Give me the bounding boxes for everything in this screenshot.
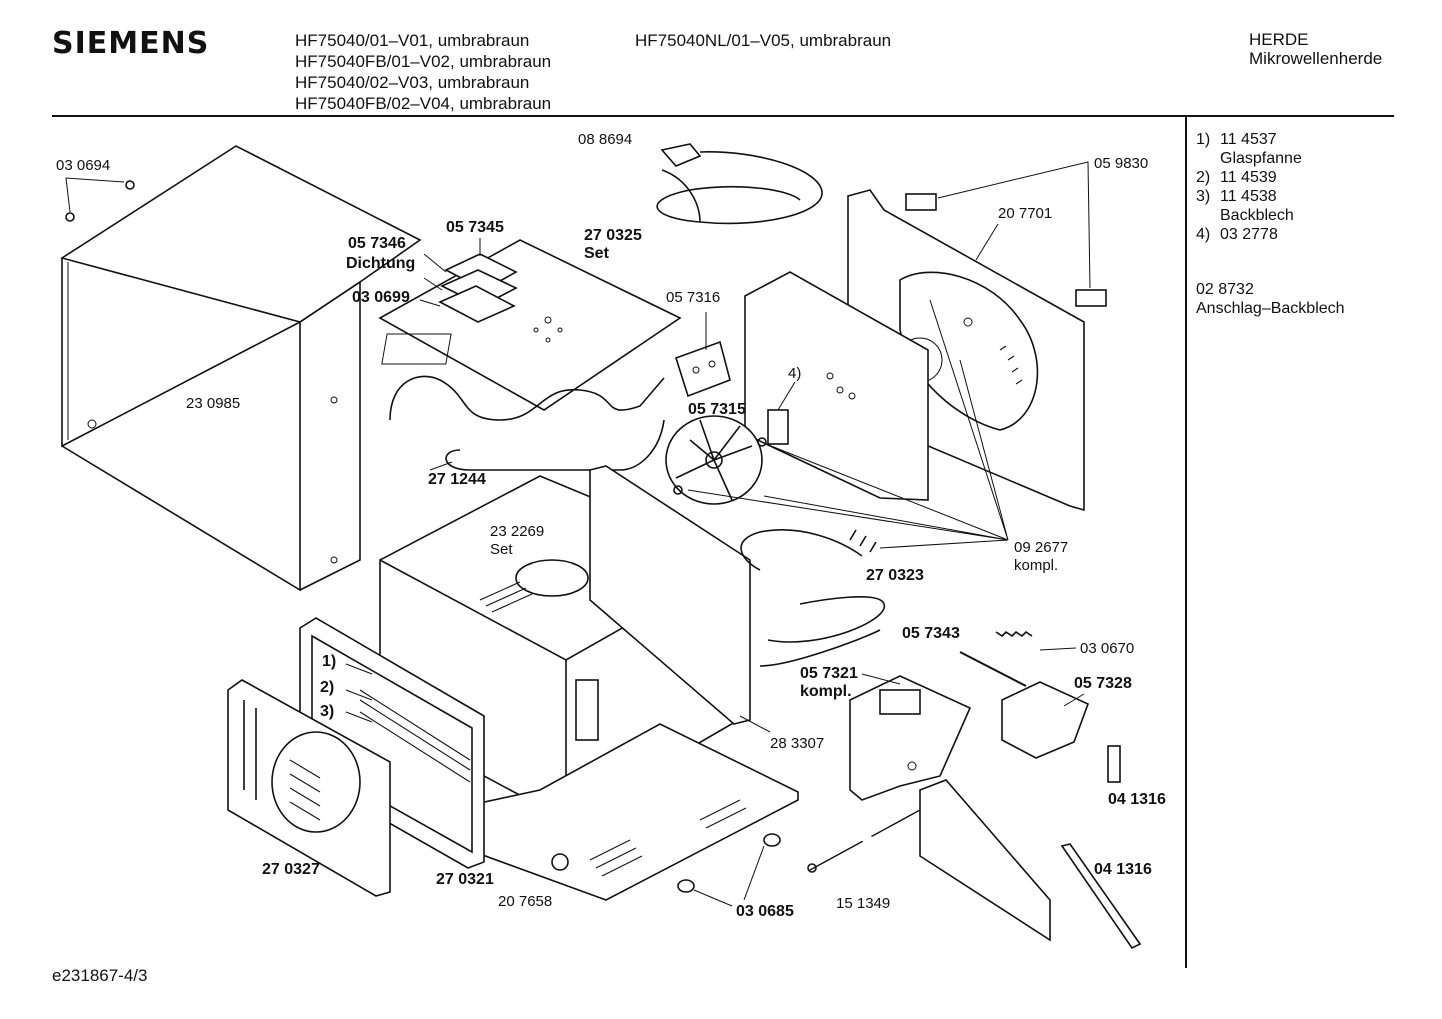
clip-icon	[905, 161, 1107, 307]
part-label: Set	[490, 541, 513, 558]
part-label: 27 0323	[866, 567, 924, 584]
power-cable	[656, 143, 823, 225]
part-label: kompl.	[800, 683, 852, 700]
door-holder	[1001, 681, 1090, 759]
legend-item: 1) 11 4537	[1196, 131, 1277, 148]
wiring-harness	[740, 529, 885, 667]
model-list-left: HF75040/01–V01, umbrabraun HF75040FB/01–…	[295, 30, 551, 114]
category-line: HERDE	[1249, 30, 1309, 49]
seal-layers	[419, 238, 518, 323]
part-label: 05 9830	[1094, 155, 1148, 172]
part-label: 27 1244	[428, 471, 486, 488]
model-line: HF75040FB/01–V02, umbrabraun	[295, 52, 552, 71]
outer-door	[227, 679, 391, 897]
part-label: 27 0325	[584, 227, 642, 244]
legend-item-name: Backblech	[1220, 207, 1294, 224]
part-label: 04 1316	[1094, 861, 1152, 878]
product-category: HERDE Mikrowellenherde	[1249, 30, 1382, 68]
drawing-code: e231867-4/3	[52, 966, 148, 985]
model-list-right: HF75040NL/01–V05, umbrabraun	[635, 30, 891, 51]
part-label: 05 7316	[666, 289, 720, 306]
part-label: 03 0699	[352, 289, 410, 306]
part-label: 15 1349	[836, 895, 890, 912]
insulation-strip	[589, 465, 771, 733]
legend-item-name: Glaspfanne	[1220, 150, 1302, 167]
bottom-plate	[389, 723, 799, 901]
part-label: 05 7346	[348, 235, 406, 252]
model-line: HF75040/02–V03, umbrabraun	[295, 73, 530, 92]
part-label: 20 7658	[498, 893, 552, 910]
part-label: 05 7315	[688, 401, 746, 418]
long-strip	[1060, 843, 1142, 950]
fan-icon	[665, 415, 767, 505]
legend-item: 4) 03 2778	[1196, 226, 1278, 243]
screw-icon	[65, 177, 135, 222]
part-label: 03 0685	[736, 903, 794, 920]
part-label: 20 7701	[998, 205, 1052, 222]
side-panel	[919, 779, 1051, 942]
part-label: 05 7343	[902, 625, 960, 642]
part-label: 28 3307	[770, 735, 824, 752]
part-label: 05 7328	[1074, 675, 1132, 692]
part-label: 2)	[320, 679, 334, 696]
part-label: 05 7321	[800, 665, 858, 682]
model-line: HF75040FB/02–V04, umbrabraun	[295, 94, 552, 113]
part-label: Set	[584, 245, 610, 262]
part-label: 4)	[788, 365, 801, 382]
part-label: 08 8694	[578, 131, 632, 148]
legend-extra-number: 02 8732	[1196, 281, 1254, 298]
legend-item: 2) 11 4539	[1196, 169, 1277, 186]
legend-item: 3) 11 4538	[1196, 188, 1277, 205]
model-line: HF75040NL/01–V05, umbrabraun	[635, 31, 892, 50]
foot-icon	[677, 833, 781, 907]
category-line: Mikrowellenherde	[1249, 49, 1383, 68]
part-label: 03 0694	[56, 157, 110, 174]
part-label: 1)	[322, 653, 336, 670]
spring-icon	[959, 630, 1077, 687]
part-label: 04 1316	[1108, 791, 1166, 808]
part-label: Dichtung	[346, 255, 415, 272]
part-label: 09 2677	[1014, 539, 1068, 556]
hinge-bracket	[675, 312, 731, 398]
model-line: HF75040/01–V01, umbrabraun	[295, 31, 530, 50]
part-label: 27 0321	[436, 871, 494, 888]
brand-logo: SIEMENS	[52, 26, 210, 61]
part-label: 23 2269	[490, 523, 544, 540]
parts-legend: 1) 11 4537 Glaspfanne 2) 11 4539 3) 11 4…	[1196, 130, 1426, 318]
legend-extra-name: Anschlag–Backblech	[1196, 300, 1345, 317]
part-label: kompl.	[1014, 557, 1058, 574]
part-label: 27 0327	[262, 861, 320, 878]
part-label: 05 7345	[446, 219, 504, 236]
top-cover	[378, 239, 682, 411]
part-label: 03 0670	[1080, 640, 1134, 657]
leader-line	[687, 299, 1009, 549]
switch-bracket	[849, 673, 972, 801]
leader-line	[975, 223, 999, 261]
part-label: 3)	[320, 703, 334, 720]
part-label: 23 0985	[186, 395, 240, 412]
latch-icon	[1107, 745, 1121, 783]
outer-housing	[60, 145, 422, 592]
heating-element	[389, 375, 665, 471]
rod-icon	[807, 809, 921, 873]
